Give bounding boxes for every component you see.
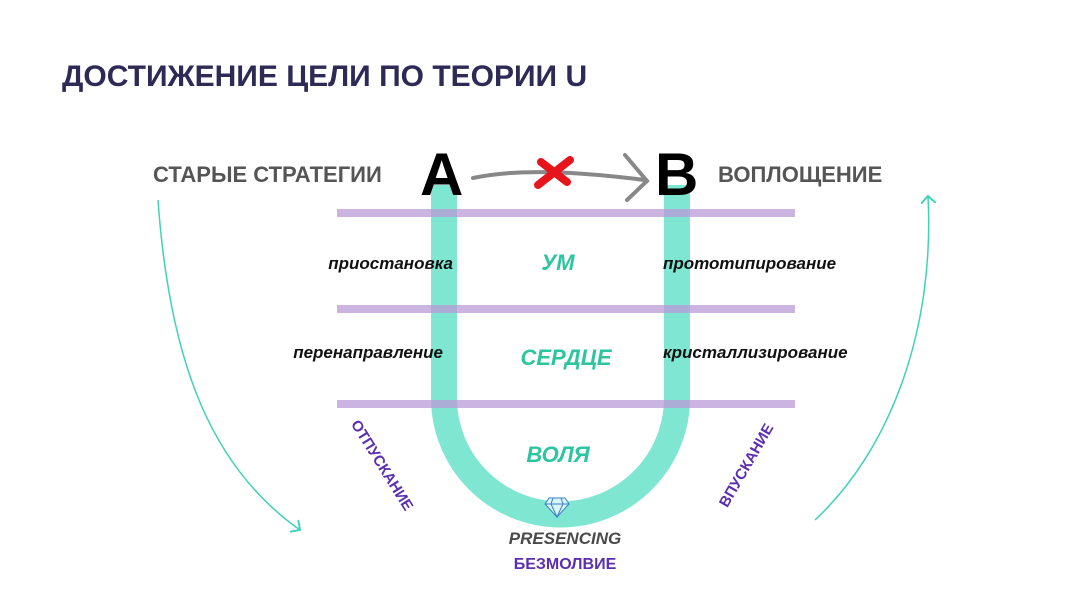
silence-label: БЕЗМОЛВИЕ [513, 556, 617, 573]
level-1-center: УМ [541, 250, 575, 275]
level-1-left: приостановка [328, 254, 453, 273]
level-2-center: СЕРДЦЕ [520, 345, 612, 370]
level-lines [337, 209, 795, 408]
presencing-label: PRESENCING [508, 529, 622, 548]
cross-icon [534, 156, 574, 189]
level-1-right: прототипирование [663, 254, 837, 273]
diamond-icon [544, 497, 570, 519]
point-a: A [420, 141, 464, 208]
level-2-right: кристаллизирование [663, 343, 848, 362]
embodiment-label: ВОПЛОЩЕНИЕ [718, 162, 883, 187]
arrow-head [623, 153, 650, 202]
level-3-center: ВОЛЯ [526, 442, 590, 467]
level-2-left: перенаправление [293, 343, 443, 362]
page-title: ДОСТИЖЕНИЕ ЦЕЛИ ПО ТЕОРИИ U [62, 60, 588, 93]
descending-arrow [157, 199, 300, 530]
ascending-arrow [814, 196, 929, 521]
u-shape [431, 185, 690, 528]
old-strategies-label: СТАРЫЕ СТРАТЕГИИ [153, 162, 382, 187]
point-b: B [655, 141, 699, 208]
